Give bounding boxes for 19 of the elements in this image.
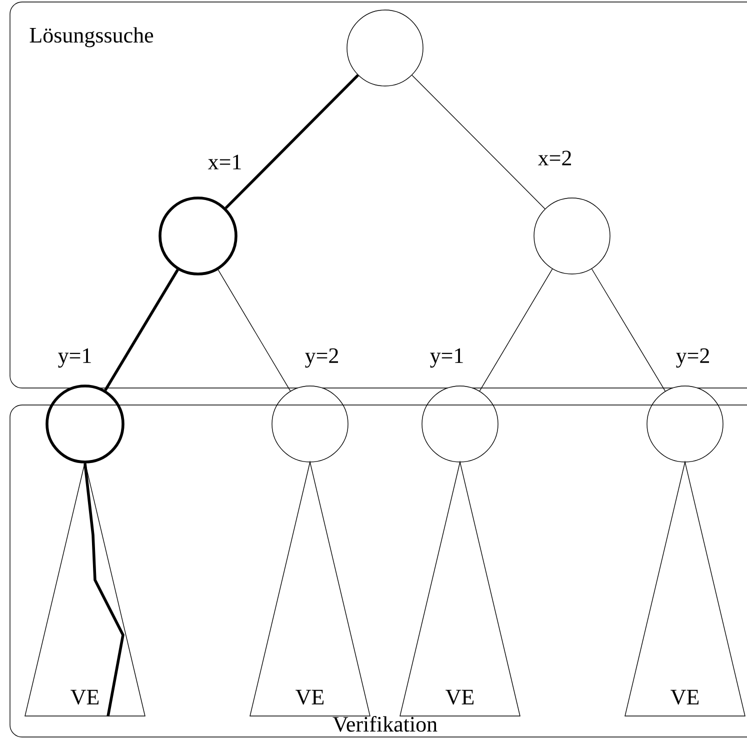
edge-label: y=1: [56, 347, 94, 369]
tree-node-circle: [646, 386, 724, 462]
edge-label: y=1: [428, 347, 466, 369]
tree-edge: [104, 269, 179, 391]
edge-label: y=2: [674, 347, 712, 369]
tree-edge: [591, 268, 666, 392]
tree-edge: [218, 270, 291, 392]
edge-label: y=2: [304, 347, 340, 369]
tree-edge: [224, 74, 359, 210]
tree-edge: [479, 268, 553, 392]
edge-label: x=1: [206, 154, 244, 170]
tree-node-circle: [422, 386, 498, 462]
tree-node-circle: [346, 10, 424, 86]
tree-node-circle: [158, 196, 238, 276]
tree-node-circle: [272, 386, 348, 462]
tree-node-circle: [46, 384, 124, 464]
edge-label: x=2: [536, 150, 574, 166]
tree-node-circle: [534, 198, 610, 274]
tree-edge: [412, 74, 546, 210]
